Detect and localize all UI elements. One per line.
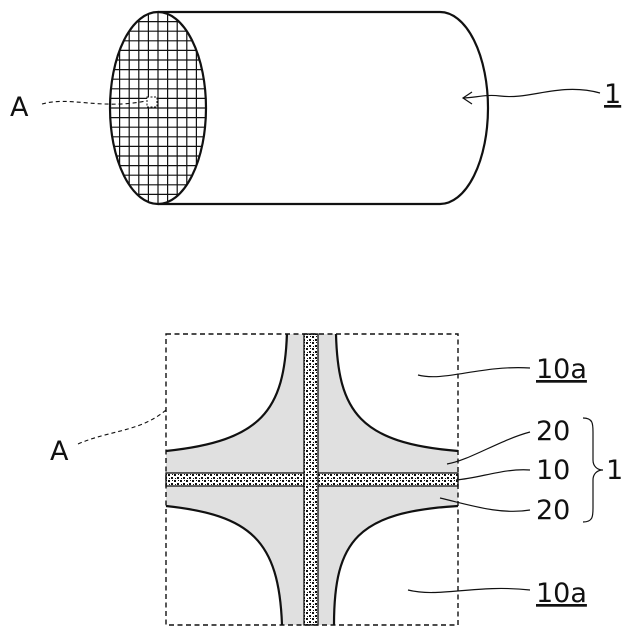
detail-a-enlarged: A 10a 20 10 20 1 10a [50,334,623,625]
detail-a-label-bottom: A [50,436,69,467]
coating-label-upper: 20 [536,416,570,447]
layer-upper-leader [447,432,530,464]
detail-marker-square [147,97,157,107]
wall-label: 10 [536,455,570,486]
honeycomb-cylinder: A 1 [10,12,621,204]
group-label: 1 [606,455,623,486]
cell-label-upper: 10a [536,354,587,385]
cell-lower-leader [408,588,530,592]
cell-upper-leader [418,368,530,377]
partition-wall-vertical [304,334,318,625]
detail-a-label-top: A [10,92,29,123]
coating-label-lower: 20 [536,495,570,526]
coating-layer-top-left [166,334,303,451]
cell-label-lower: 10a [536,578,587,609]
honeycomb-end-face [110,12,206,204]
cylinder-body-outline [158,12,488,204]
group-brace [583,418,603,522]
body-label: 1 [604,79,621,110]
coating-layer-top-right [320,334,458,451]
detail-a-leader-bottom [78,410,166,444]
wall-leader [456,470,530,480]
